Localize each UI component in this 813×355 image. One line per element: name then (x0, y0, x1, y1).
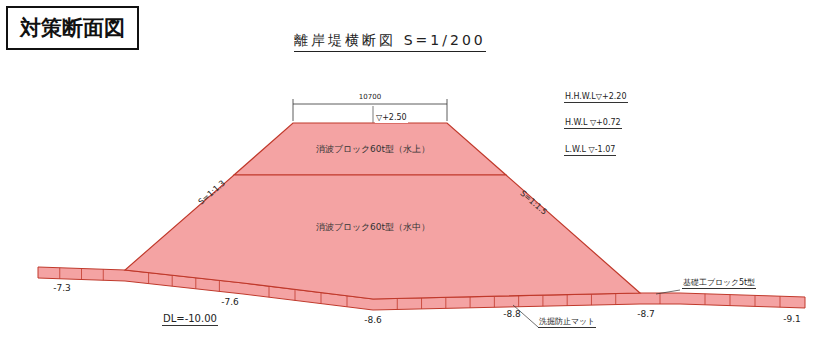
annotation: H.W.L ▽+0.72 (564, 118, 622, 129)
armor-block-layer: 消波ブロック60t型（水上） (234, 123, 506, 175)
annotation: L.W.L ▽-1.07 (564, 145, 616, 156)
elevation-label: -8.6 (363, 315, 383, 326)
annotation: H.H.W.L▽+2.20 (564, 92, 628, 103)
title-box: 対策断面図 (6, 6, 139, 50)
annotation: ▽+2.50 (375, 113, 408, 123)
block-joint (269, 286, 270, 297)
dimension-line (293, 99, 447, 121)
block-joint (755, 295, 756, 306)
annotation: DL=-10.00 (162, 313, 218, 326)
block-joint (172, 275, 173, 286)
layer-outline (125, 175, 640, 299)
elevation-label: -8.7 (636, 309, 656, 320)
block-joint (660, 293, 661, 304)
block-joint (445, 297, 446, 308)
elevation-label: -7.6 (220, 297, 240, 308)
block-joint (81, 269, 82, 280)
layer-label: 消波ブロック60t型（水中） (314, 221, 432, 234)
layer-outline (234, 123, 506, 175)
block-joint (295, 289, 296, 300)
block-joint (591, 294, 592, 305)
block-joint (195, 278, 196, 289)
layer-label: 消波ブロック60t型（水上） (314, 143, 432, 156)
annotation: 洗掘防止マット (538, 317, 596, 328)
block-joint (103, 269, 104, 280)
drawing-title: 離岸堤横断図 S=1/200 (294, 32, 485, 52)
block-joint (615, 294, 616, 305)
block-joint (321, 293, 322, 304)
block-joint (470, 297, 471, 308)
elevation-label: -9.1 (782, 314, 802, 325)
block-joint (494, 296, 495, 307)
annotation: 10700 (358, 93, 382, 102)
elevation-label: -8.8 (502, 309, 522, 320)
block-joint (347, 296, 348, 307)
annotation: 基礎工ブロック5t型 (682, 278, 756, 289)
block-joint (780, 296, 781, 307)
block-joint (518, 296, 519, 307)
block-joint (219, 280, 220, 291)
block-joint (567, 295, 568, 306)
block-joint (705, 294, 706, 305)
block-joint (730, 295, 731, 306)
block-joint (421, 298, 422, 309)
section-title: 対策断面図 (20, 14, 125, 42)
block-joint (148, 273, 149, 284)
block-joint (397, 298, 398, 309)
elevation-label: -7.3 (52, 283, 72, 294)
block-joint (59, 268, 60, 279)
block-joint (542, 295, 543, 306)
